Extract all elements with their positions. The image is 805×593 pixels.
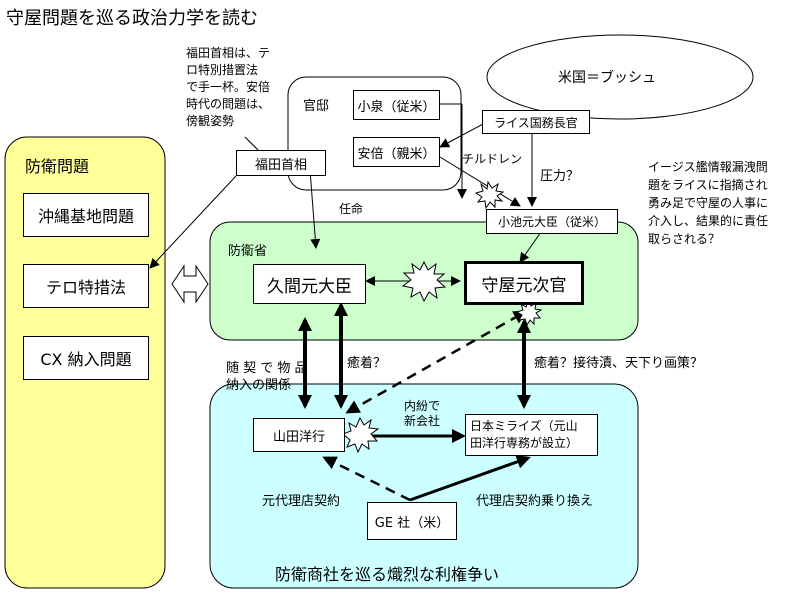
arrow-kantei-appoint [309,169,321,249]
explosion-icon [515,299,543,327]
node-moriya: 守屋元次官 [464,261,584,305]
issue-cx: CX 納入問題 [23,336,149,380]
node-kyuma: 久間元大臣 [253,264,366,304]
note-line: 勇み足で守屋の人事に [648,196,769,210]
note-fukuda: 福田首相は、テ ロ特別措置法 で手一杯。安倍 時代の問題は、 傍観姿勢 [186,45,270,130]
explosion-icon [401,260,447,303]
label-line: 内紛で [404,399,441,413]
note-line: 介入し、結果的に責任 [648,214,769,228]
double-arrow-icon [171,264,209,304]
node-fukuda: 福田首相 [236,150,326,176]
page-title: 守屋問題を巡る政治力学を読む [6,8,258,29]
arrow-fukuda-to-terotoku [149,175,237,269]
label-line: 随 契 で 物 品 [226,361,308,376]
label-line: 納入の関係 [226,378,292,393]
arrow-koike-moriya [519,231,542,263]
label-collusion-2: 癒着？接待漬、天下り画策？ [534,356,704,371]
explosion-icon [342,416,380,454]
note-line: 福田首相は、テ [186,46,271,60]
trade-footer: 防衛商社を巡る熾烈な利権争い [275,565,500,584]
node-nihon-mirise: 日本ミライズ（元山 田洋行専務が設立） [465,414,598,456]
note-line: 傍観姿勢 [186,114,235,128]
us-label: 米国＝ブッシュ [558,70,656,86]
label-contract: 随 契 で 物 品 納入の関係 [226,360,308,394]
node-ge: GE 社（米） [367,502,457,540]
node-koike: 小池元大臣（従米） [486,209,618,234]
arrow-ge-mirise [409,455,531,502]
label-pressure: 圧力？ [540,169,580,184]
issue-okinawa: 沖縄基地問題 [23,193,149,237]
note-aegis: イージス艦情報漏洩問 題をライスに指摘され 勇み足で守屋の人事に 介入し、結果的… [648,158,768,248]
label-collusion-1: 癒着？ [347,356,387,371]
label-children: チルドレン [462,152,523,166]
label-line: 新会社 [404,414,441,428]
note-line: 取らされる？ [648,232,721,246]
note-line: イージス艦情報漏洩問 [648,160,768,174]
node-yamada: 山田洋行 [253,418,345,452]
node-rice: ライス国務長官 [482,110,590,134]
note-line: で手一杯。安倍 [186,80,271,94]
node-koizumi: 小泉（従米） [353,90,440,120]
arrow-children-diag [439,156,521,207]
label-former-agent: 元代理店契約 [262,494,341,509]
note-line: 時代の問題は、 [186,97,271,111]
label-appoint: 任命 [339,202,364,216]
node-abe: 安倍（親米） [353,137,440,167]
issue-terotoku: テロ特措法 [23,264,149,308]
label-agent-switch: 代理店契約乗り換え [476,494,594,509]
label-line: 日本ミライズ（元山 [470,419,578,433]
note-line: ロ特別措置法 [186,63,259,77]
kantei-label: 官邸 [303,99,330,114]
defense-issues-title: 防衛問題 [25,157,90,176]
mod-label: 防衛省 [228,244,268,259]
note-line: 題をライスに指摘され [648,178,768,192]
explosion-icon [474,180,505,210]
us-ellipse [486,34,754,120]
label-line: 田洋行専務が設立） [470,436,579,450]
label-split: 内紛で 新会社 [404,399,440,429]
